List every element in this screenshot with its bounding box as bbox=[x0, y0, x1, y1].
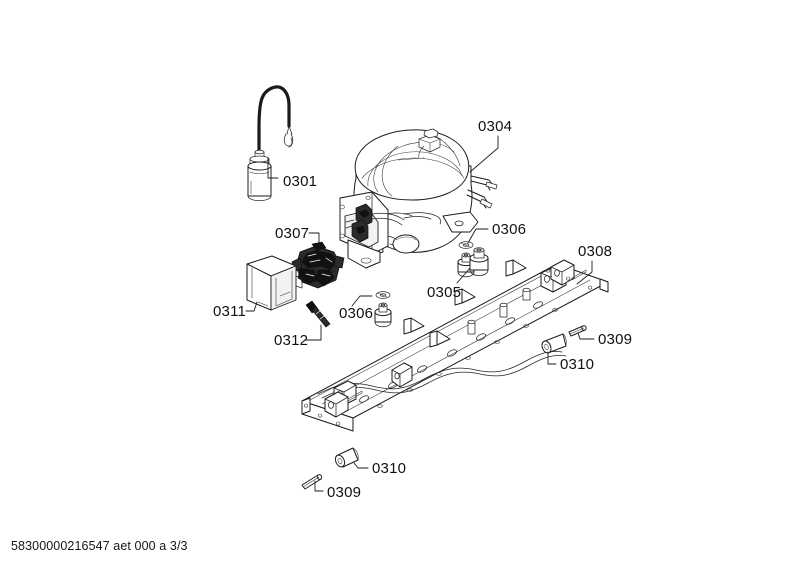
callout-0312-fixing-screw: 0312 bbox=[274, 324, 322, 349]
callout-leader-line bbox=[469, 135, 499, 173]
callout-label: 0309 bbox=[327, 484, 361, 501]
callout-label: 0309 bbox=[598, 331, 632, 348]
callout-leader-line bbox=[577, 332, 595, 340]
sheet-footer-text: 58300000216547 aet 000 a 3/3 bbox=[11, 539, 188, 553]
callout-label: 0304 bbox=[478, 118, 512, 135]
part-0307-connector-block bbox=[291, 241, 345, 289]
part-0312-screw bbox=[305, 300, 331, 328]
callout-label: 0305 bbox=[427, 284, 461, 301]
callout-leader-line bbox=[267, 157, 279, 179]
part-0310-bushing-bottom bbox=[334, 447, 359, 468]
callout-leader-line bbox=[547, 351, 557, 365]
callout-0307-terminal-connector-block: 0307 bbox=[275, 225, 320, 249]
part-0305-mounting-grommet bbox=[469, 247, 489, 276]
callout-label: 0312 bbox=[274, 332, 308, 349]
callout-0309-pin-bottom: 0309 bbox=[314, 480, 361, 501]
callout-0301-capacitor-with-lead: 0301 bbox=[267, 157, 317, 190]
part-0309-pin-right bbox=[568, 325, 587, 337]
callout-leader-line bbox=[314, 480, 324, 492]
callout-0310-bushing-bottom: 0310 bbox=[353, 460, 406, 477]
callout-label: 0310 bbox=[372, 460, 406, 477]
callout-0306-washer-and-bushing-upper: 0306 bbox=[467, 221, 526, 244]
callout-label: 0306 bbox=[492, 221, 526, 238]
callout-leader-line bbox=[576, 260, 593, 285]
part-0310-bushing-right bbox=[541, 333, 567, 354]
callout-leader-line bbox=[308, 232, 320, 249]
callout-leader-line bbox=[456, 267, 471, 284]
callout-0306-washer-and-bushing-lower: 0306 bbox=[339, 295, 373, 322]
callout-label: 0308 bbox=[578, 243, 612, 260]
callout-label: 0307 bbox=[275, 225, 309, 242]
callout-label: 0301 bbox=[283, 173, 317, 190]
callout-label: 0306 bbox=[339, 305, 373, 322]
callout-leader-line bbox=[245, 301, 258, 312]
callout-leader-line bbox=[351, 295, 373, 307]
callout-0305-mounting-grommet-upper: 0305 bbox=[427, 267, 471, 301]
part-0304-compressor bbox=[339, 128, 498, 269]
part-0306-washer-bushing-lower bbox=[374, 291, 392, 328]
part-0301-capacitor bbox=[247, 85, 294, 202]
callout-0308-mounting-rail: 0308 bbox=[576, 243, 612, 285]
callout-leader-line bbox=[353, 462, 369, 469]
callout-label: 0311 bbox=[213, 303, 246, 320]
part-0308-mounting-rail bbox=[301, 259, 609, 432]
callout-label: 0310 bbox=[560, 356, 594, 373]
callout-0310-bushing-right: 0310 bbox=[547, 351, 594, 373]
callout-layer: 0301030403050306030603070308030903100309… bbox=[213, 118, 632, 501]
callout-0309-pin-right: 0309 bbox=[577, 331, 632, 348]
callout-0304-compressor: 0304 bbox=[469, 118, 512, 173]
part-0309-pin-bottom bbox=[301, 474, 323, 490]
part-0311-relay-box bbox=[246, 255, 303, 311]
callout-leader-line bbox=[467, 228, 489, 244]
callout-leader-line bbox=[304, 324, 322, 341]
callout-0311-starter-relay-box: 0311 bbox=[213, 301, 258, 320]
